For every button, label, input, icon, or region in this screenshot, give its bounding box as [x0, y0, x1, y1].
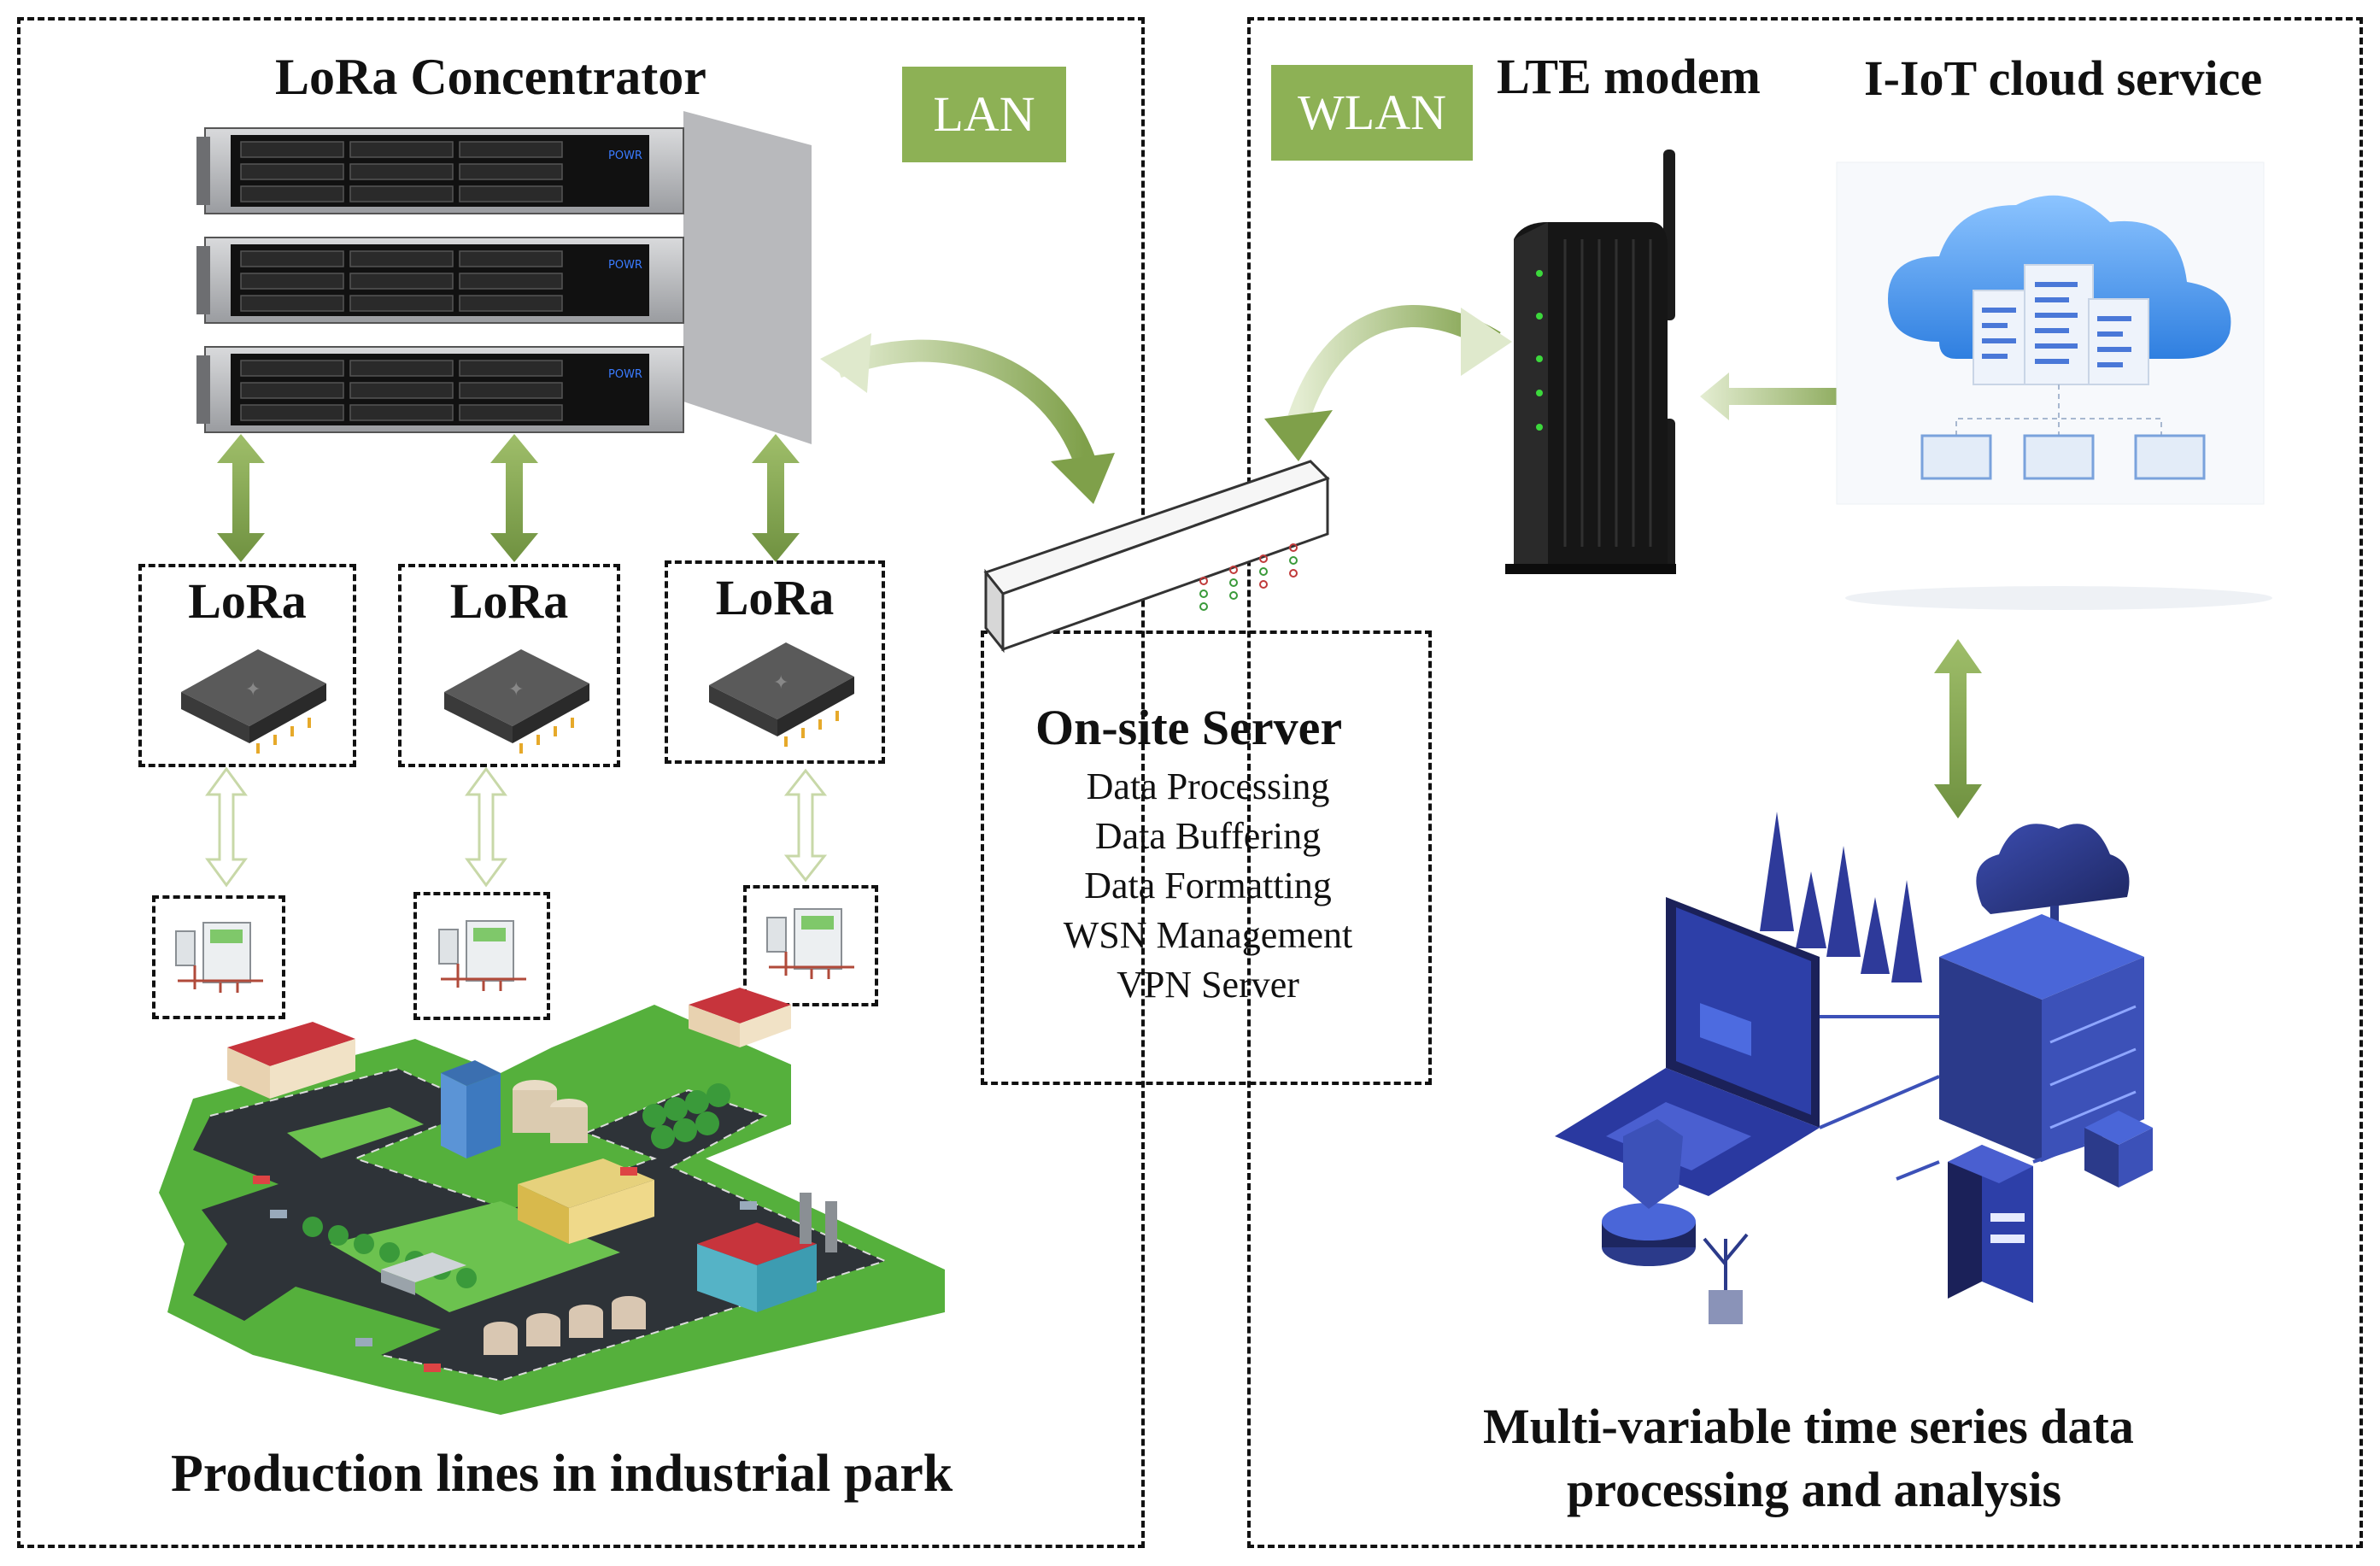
svg-text:✦: ✦	[245, 679, 261, 701]
svg-text:✦: ✦	[508, 679, 524, 701]
right-caption-line2: processing and analysis	[1567, 1462, 2062, 1517]
lte-modem-icon	[1505, 150, 1676, 574]
energy-meter-icon	[438, 920, 526, 991]
cloud-title: I-IoT cloud service	[1864, 50, 2263, 106]
energy-meter-icon	[175, 922, 263, 993]
lora-meter-arrow-3	[783, 768, 828, 883]
server-function-item: WSN Management	[1063, 914, 1353, 956]
lora-chip-icon: ✦	[181, 649, 326, 754]
concentrator-title: LoRa Concentrator	[275, 49, 706, 105]
rack-lora-arrow-1	[217, 434, 265, 562]
energy-meter-icon	[766, 908, 854, 979]
switch-modem-arrow	[1264, 305, 1512, 461]
rack-lora-arrow-3	[752, 434, 800, 562]
meter-box-3	[743, 885, 878, 1006]
on-site-server-box	[981, 631, 1432, 1085]
lora-chip-icon: ✦	[709, 642, 854, 747]
server-function-item: VPN Server	[1117, 964, 1299, 1006]
industrial-park-illustration	[159, 988, 945, 1415]
modem-cloud-arrow	[1700, 372, 1867, 420]
lora-meter-arrow-2	[465, 766, 507, 888]
network-switch-icon	[983, 460, 1330, 654]
lora-concentrator-rack: POWR POWR POWR	[196, 111, 812, 444]
right-panel-border	[1247, 17, 2363, 1548]
rack-label-2: POWR	[608, 259, 642, 272]
cloud-service-illustration	[1836, 161, 2272, 610]
lora-node-2: LoRa ✦	[398, 564, 620, 767]
lora-node-2-label: LoRa	[449, 573, 569, 629]
meter-box-1	[152, 895, 285, 1019]
modem-title: LTE modem	[1497, 49, 1761, 104]
right-caption-line1: Multi-variable time series data	[1483, 1399, 2134, 1454]
svg-text:✦: ✦	[773, 672, 788, 694]
server-function-item: Data Formatting	[1084, 865, 1332, 906]
left-panel-border	[17, 17, 1145, 1548]
server-function-item: Data Buffering	[1094, 815, 1322, 857]
left-caption: Production lines in industrial park	[171, 1445, 953, 1503]
lan-tag: LAN	[902, 67, 1066, 162]
rack-label-3: POWR	[608, 368, 642, 381]
lora-chip-icon: ✦	[444, 649, 589, 754]
data-analysis-illustration	[1555, 812, 2153, 1324]
lora-node-1: LoRa ✦	[138, 564, 356, 767]
server-title: On-site Server	[1035, 700, 1343, 755]
lora-node-3-label: LoRa	[715, 570, 835, 625]
lora-node-3: LoRa ✦	[665, 560, 885, 764]
rack-lora-arrow-2	[490, 434, 538, 562]
rack-server-icon: POWR POWR POWR	[196, 111, 812, 444]
wlan-tag: WLAN	[1271, 65, 1473, 161]
lora-meter-arrow-1	[205, 766, 248, 888]
rack-switch-arrow	[820, 333, 1115, 504]
cloud-analysis-arrow	[1934, 639, 1982, 818]
meter-box-2	[413, 892, 550, 1020]
server-function-item: Data Processing	[1086, 765, 1330, 807]
lora-node-1-label: LoRa	[188, 573, 307, 629]
server-functions: Data Processing Data Buffering Data Form…	[1008, 762, 1408, 1010]
rack-label-1: POWR	[608, 150, 642, 162]
